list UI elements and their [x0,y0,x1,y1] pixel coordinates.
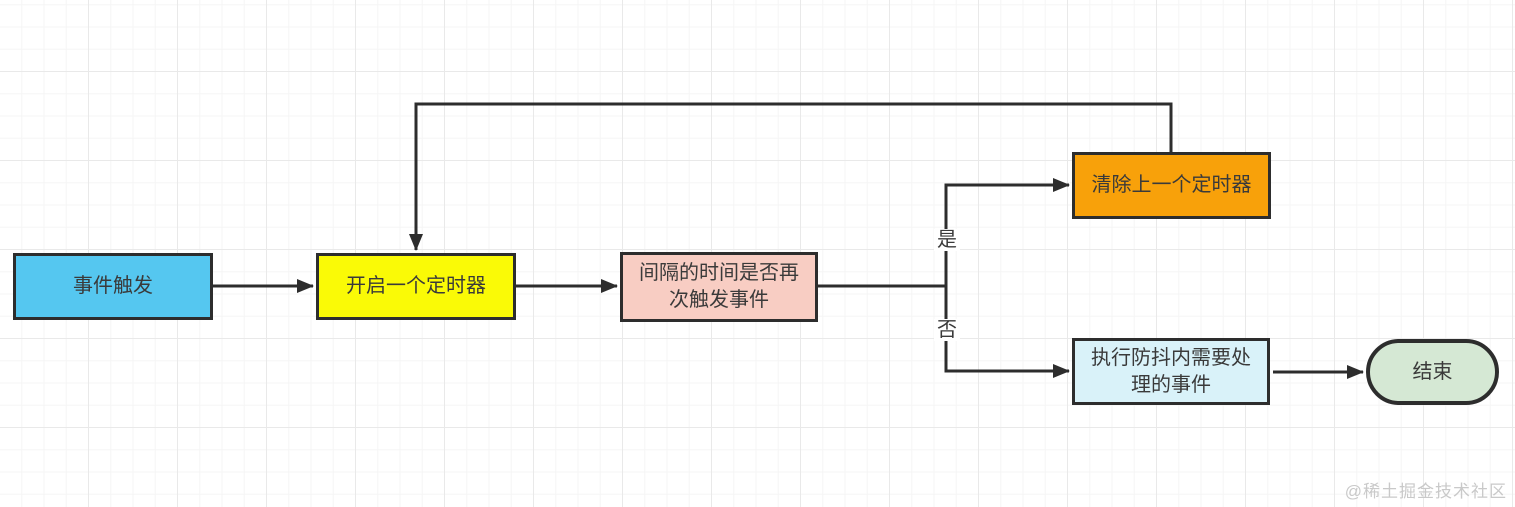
node-clear-timer: 清除上一个定时器 [1072,152,1271,219]
edge-branch-no-to-execute [944,286,1070,378]
node-interval-check: 间隔的时间是否再 次触发事件 [620,252,818,322]
node-end: 结束 [1366,339,1499,405]
node-start-timer: 开启一个定时器 [316,253,516,320]
edge-label-yes: 是 [934,229,960,251]
edge-branch-yes-to-clear [944,178,1070,286]
edge-label-no: 否 [934,319,960,341]
watermark: @稀土掘金技术社区 [1344,482,1507,501]
node-event-trigger: 事件触发 [13,253,213,320]
edge-clear-loop-to-timer [409,102,1173,251]
node-execute-handler: 执行防抖内需要处 理的事件 [1072,338,1270,405]
